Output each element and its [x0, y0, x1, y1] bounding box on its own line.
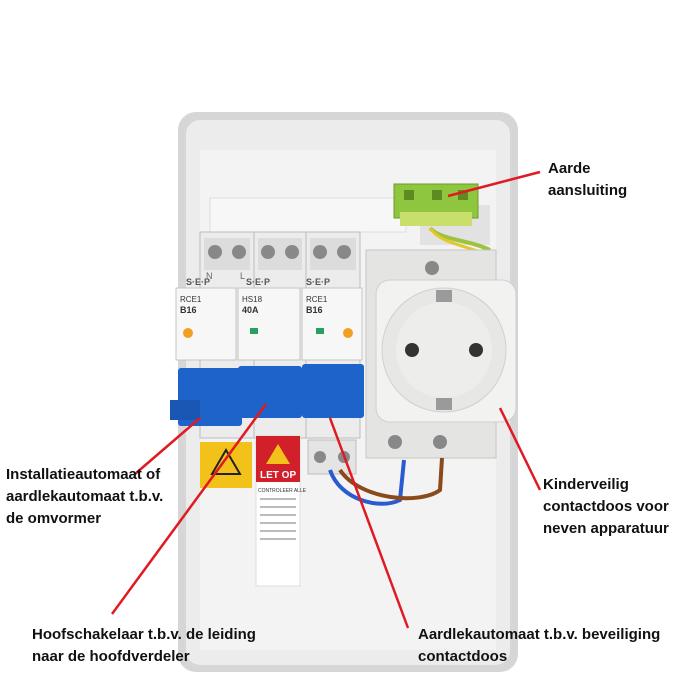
earth-terminal [393, 183, 491, 258]
label-aarde-line-2: aansluiting [548, 182, 628, 199]
breaker-group: S·E·P S·E·P S·E·P RCE1 B16 HS18 40A RCE1… [170, 231, 364, 439]
breaker-3-model: RCE1 [306, 295, 328, 304]
callout-line-aardlek [328, 417, 410, 629]
label-kinderveilig-contactdoos: Kinderveilig contactdoos voor neven appa… [543, 474, 669, 540]
breaker-1-brand: S·E·P [186, 277, 210, 287]
label-aardlek-line-2: contactdoos [418, 648, 508, 665]
callout-lines [110, 170, 542, 629]
let-op-text: LET OP [260, 470, 296, 481]
label-kinderveilig-line-3: neven apparatuur [543, 520, 669, 537]
breaker-3-rating: B16 [306, 305, 323, 315]
breaker-2-rating: 40A [242, 305, 259, 315]
label-hoofdschakelaar-line-1: Hoofschakelaar t.b.v. de leiding [32, 626, 256, 643]
breaker-1-model: RCE1 [180, 295, 202, 304]
label-aarde-line-1: Aarde [548, 160, 591, 177]
callout-line-aarde [447, 170, 541, 198]
breaker-2-brand: S·E·P [246, 277, 270, 287]
controleer-text: CONTROLEER ALLE [258, 488, 307, 494]
label-kinderveilig-line-2: contactdoos voor [543, 498, 669, 515]
terminal-l-label-1: L [240, 271, 245, 281]
callout-line-installatie [134, 417, 201, 475]
label-aarde-aansluiting: Aarde aansluiting [548, 158, 627, 202]
label-aardlekautomaat: Aardlekautomaat t.b.v. beveiliging conta… [418, 624, 660, 668]
label-hoofdschakelaar: Hoofschakelaar t.b.v. de leiding naar de… [32, 624, 256, 668]
breaker-3 [301, 231, 364, 439]
label-aardlek-line-1: Aardlekautomaat t.b.v. beveiliging [418, 626, 661, 643]
terminal-n-label-1: N [206, 271, 213, 281]
wiring [307, 439, 444, 506]
label-hoofdschakelaar-line-2: naar de hoofdverdeler [32, 648, 190, 665]
breaker-2-model: HS18 [242, 295, 263, 304]
label-installatie-line-3: de omvormer [6, 510, 102, 527]
schuko-socket [365, 249, 517, 459]
label-installatie-line-2: aardlekautomaat t.b.v. [6, 488, 164, 505]
label-installatie-line-1: Installatieautomaat of [6, 466, 161, 483]
breaker-1-rating: B16 [180, 305, 197, 315]
callout-line-kinderveilig [498, 407, 542, 491]
label-kinderveilig-line-1: Kinderveilig [543, 476, 629, 493]
callout-line-hoofdschakelaar [110, 403, 268, 615]
label-installatieautomaat: Installatieautomaat of aardlekautomaat t… [6, 464, 163, 530]
breaker-3-brand: S·E·P [306, 277, 330, 287]
